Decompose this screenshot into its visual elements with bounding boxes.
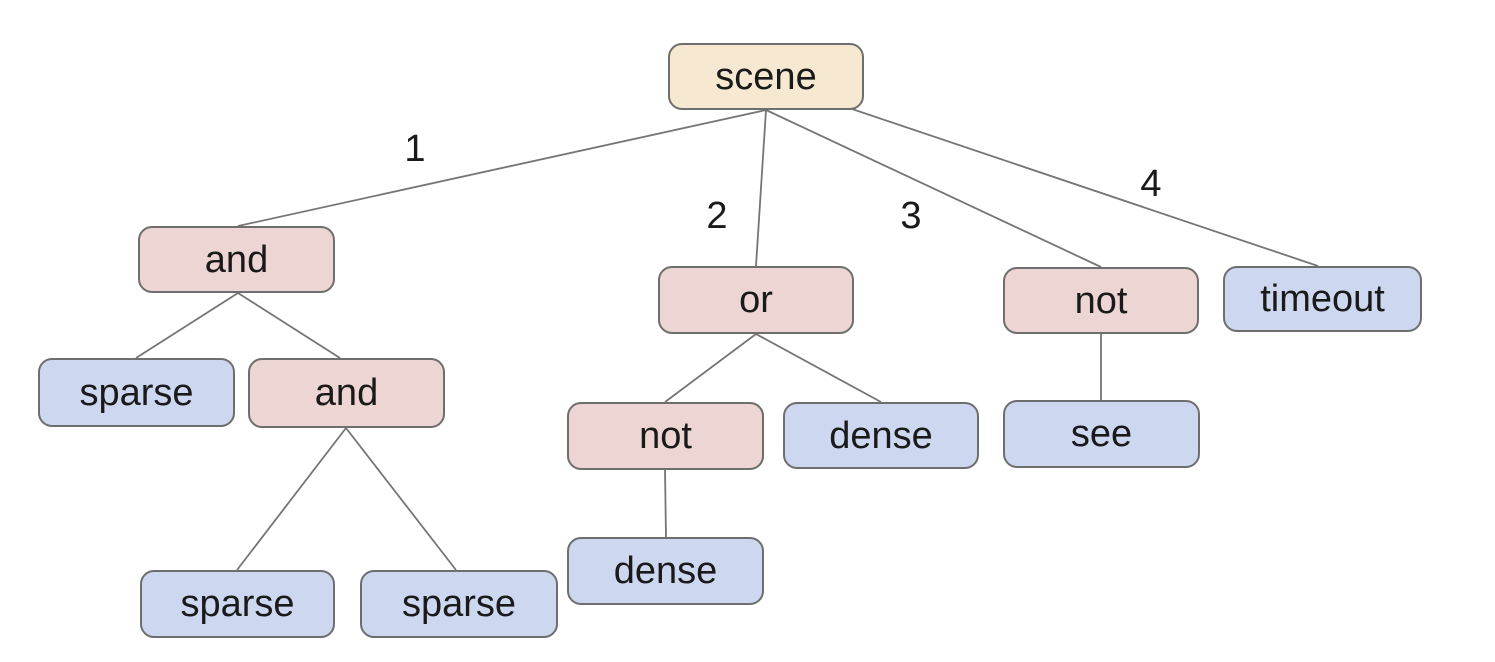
node-or: or [658, 266, 854, 334]
node-label: or [739, 279, 773, 321]
edge-and2-sparse-left [236, 427, 347, 571]
node-label: not [1074, 279, 1128, 322]
node-label: scene [715, 55, 817, 98]
edge-label-4: 4 [1140, 163, 1161, 205]
edge-and2-sparse-right [345, 427, 457, 571]
node-timeout: timeout [1223, 266, 1422, 332]
edge-scene-not [765, 109, 1102, 268]
node-label: sparse [401, 583, 517, 625]
node-not-middle: not [567, 402, 764, 470]
node-see: see [1003, 400, 1200, 468]
edge-not-dense [664, 469, 667, 538]
edge-label-1: 1 [404, 128, 425, 170]
node-label: and [314, 372, 379, 414]
node-dense-under-not: dense [567, 537, 764, 605]
node-label: dense [613, 550, 718, 592]
edge-and-and [237, 292, 341, 359]
node-sparse-left: sparse [140, 570, 335, 638]
node-label: see [1070, 413, 1133, 455]
edge-label-3: 3 [900, 195, 921, 237]
edge-or-dense [755, 333, 882, 403]
edge-and-sparse [135, 292, 239, 359]
edge-or-not [664, 333, 757, 403]
edge-scene-and [237, 109, 767, 227]
node-label: dense [829, 414, 933, 457]
node-dense-under-or: dense [783, 402, 979, 469]
node-label: timeout [1260, 278, 1385, 320]
node-sparse-level2: sparse [38, 358, 235, 427]
node-label: sparse [180, 583, 295, 625]
node-label: not [639, 415, 692, 457]
node-and-1: and [138, 226, 335, 293]
node-not-right: not [1003, 267, 1199, 334]
node-sparse-right: sparse [360, 570, 558, 638]
node-scene: scene [668, 43, 864, 110]
edge-scene-timeout [851, 108, 1319, 267]
edge-scene-or [755, 109, 767, 267]
node-and-2: and [248, 358, 445, 428]
node-label: sparse [79, 371, 194, 414]
node-label: and [204, 238, 269, 281]
edge-label-2: 2 [706, 195, 727, 237]
